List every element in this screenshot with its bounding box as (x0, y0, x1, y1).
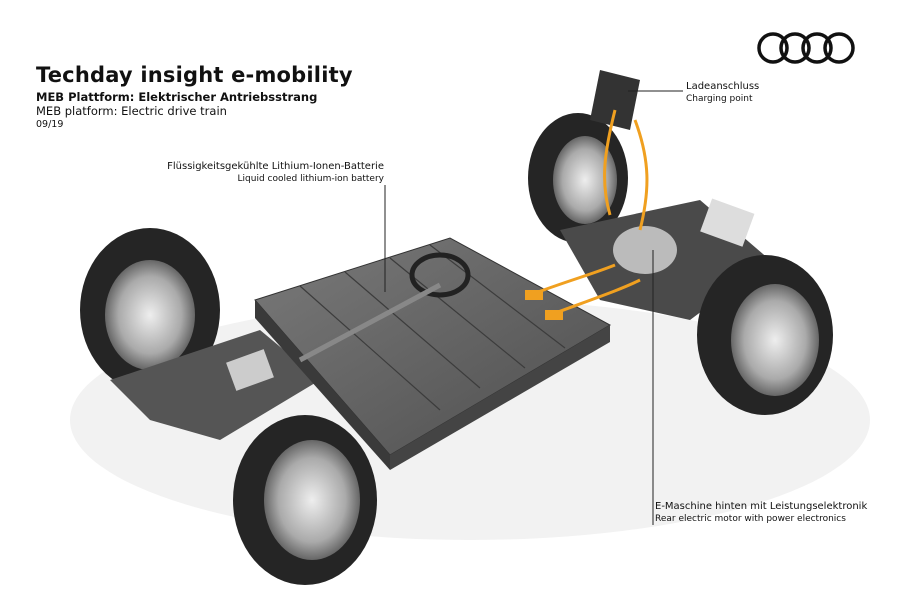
wheel-rear-right (697, 255, 833, 415)
charging-port (590, 70, 640, 130)
four-rings-logo (757, 32, 855, 64)
charging-label-en: Charging point (686, 94, 753, 104)
steering-wheel (409, 252, 471, 298)
motor-label-de: E-Maschine hinten mit Leistungselektroni… (655, 501, 868, 512)
motor-label-en: Rear electric motor with power electroni… (655, 514, 846, 524)
subtitle-english: MEB platform: Electric drive train (36, 104, 227, 118)
front-axle (110, 330, 320, 440)
charging-callout: Ladeanschluss Charging point (686, 80, 759, 106)
wheel-front-right (233, 415, 377, 585)
subtitle-german: MEB Plattform: Elektrischer Antriebsstra… (36, 90, 318, 104)
wheel-rear-left (528, 113, 628, 243)
battery-label-de: Flüssigkeitsgekühlte Lithium-Ionen-Batte… (167, 161, 384, 172)
wheel-front-left (80, 228, 220, 392)
date-label: 09/19 (36, 119, 64, 130)
page-title: Techday insight e-mobility (36, 63, 353, 87)
charging-label-de: Ladeanschluss (686, 81, 760, 92)
rear-motor (613, 226, 677, 274)
motor-callout: E-Maschine hinten mit Leistungselektroni… (655, 500, 867, 526)
battery-callout: Flüssigkeitsgekühlte Lithium-Ionen-Batte… (167, 160, 384, 186)
battery-label-en: Liquid cooled lithium-ion battery (237, 174, 384, 184)
